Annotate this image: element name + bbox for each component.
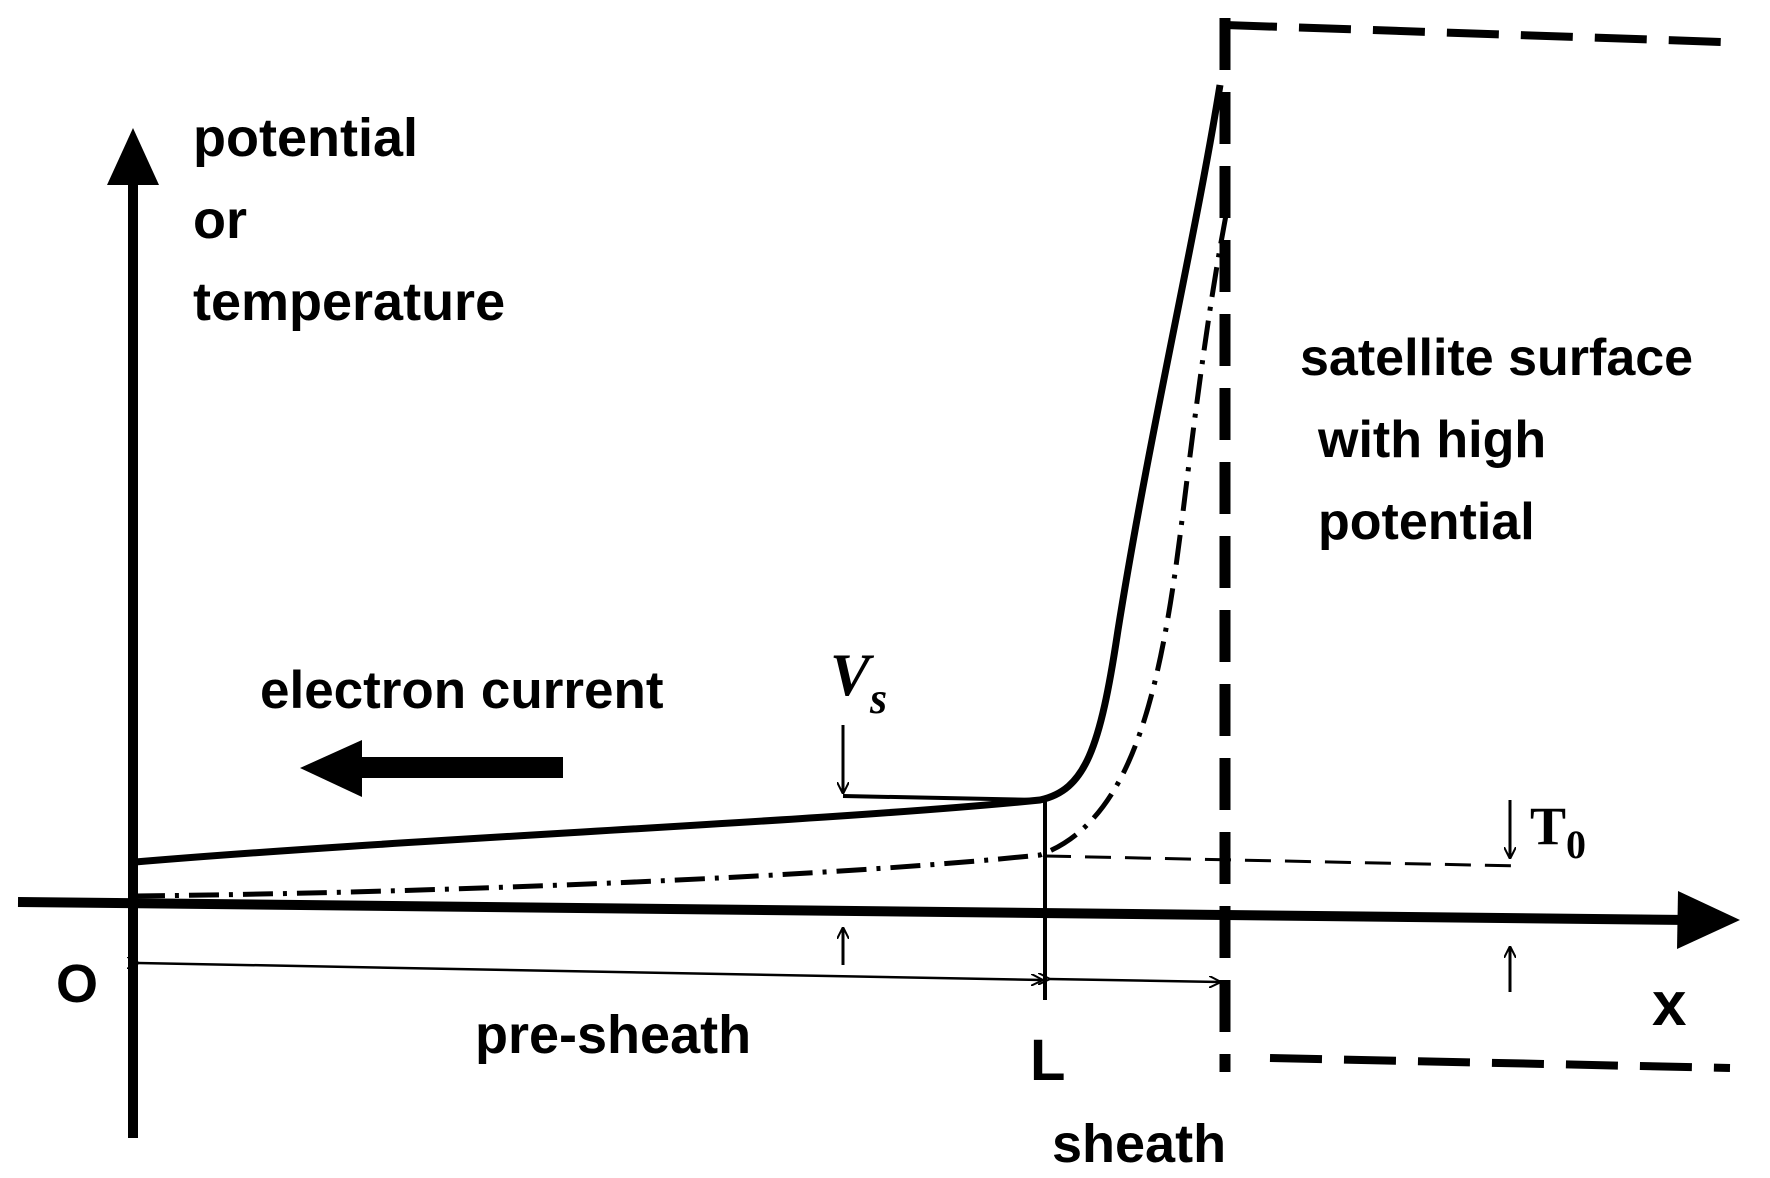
electron-current-label: electron current — [260, 661, 664, 720]
origin-label: O — [56, 954, 98, 1014]
vs-label-sub: s — [869, 674, 887, 723]
t0-label-main: T — [1530, 796, 1566, 856]
y-axis-label-line3: temperature — [193, 272, 505, 332]
pre-sheath-label: pre-sheath — [475, 1005, 751, 1065]
surface-top-dash — [1224, 21, 1723, 46]
sheath-label: sheath — [1052, 1114, 1226, 1174]
l-label: L — [1030, 1028, 1065, 1093]
t0-baseline — [1044, 854, 1521, 868]
y-axis-label-line2: or — [193, 190, 247, 250]
surface-label-line3: potential — [1318, 493, 1535, 551]
surface-bottom-dash — [1269, 1054, 1731, 1072]
vs-label-main: V — [830, 642, 875, 708]
vs-label: Vs — [830, 642, 887, 723]
vs-level-line — [842, 794, 1043, 802]
x-axis-arrowhead — [1677, 891, 1740, 949]
x-axis-label: x — [1652, 970, 1687, 1039]
potential-curve — [134, 84, 1224, 866]
t0-label-sub: 0 — [1566, 822, 1586, 867]
t0-label: T0 — [1530, 796, 1586, 867]
electron-current-arrowhead — [300, 740, 362, 797]
temperature-curve — [134, 214, 1229, 899]
surface-label-line2: with high — [1317, 411, 1546, 469]
pre-sheath-span-arrow — [138, 963, 1042, 980]
electron-current-arrow-shaft — [350, 757, 563, 778]
y-axis-arrowhead — [107, 128, 159, 185]
sheath-span-arrow — [1049, 979, 1220, 982]
x-axis — [17, 897, 1691, 925]
y-axis-label-line1: potential — [193, 108, 418, 168]
surface-label-line1: satellite surface — [1300, 329, 1693, 387]
